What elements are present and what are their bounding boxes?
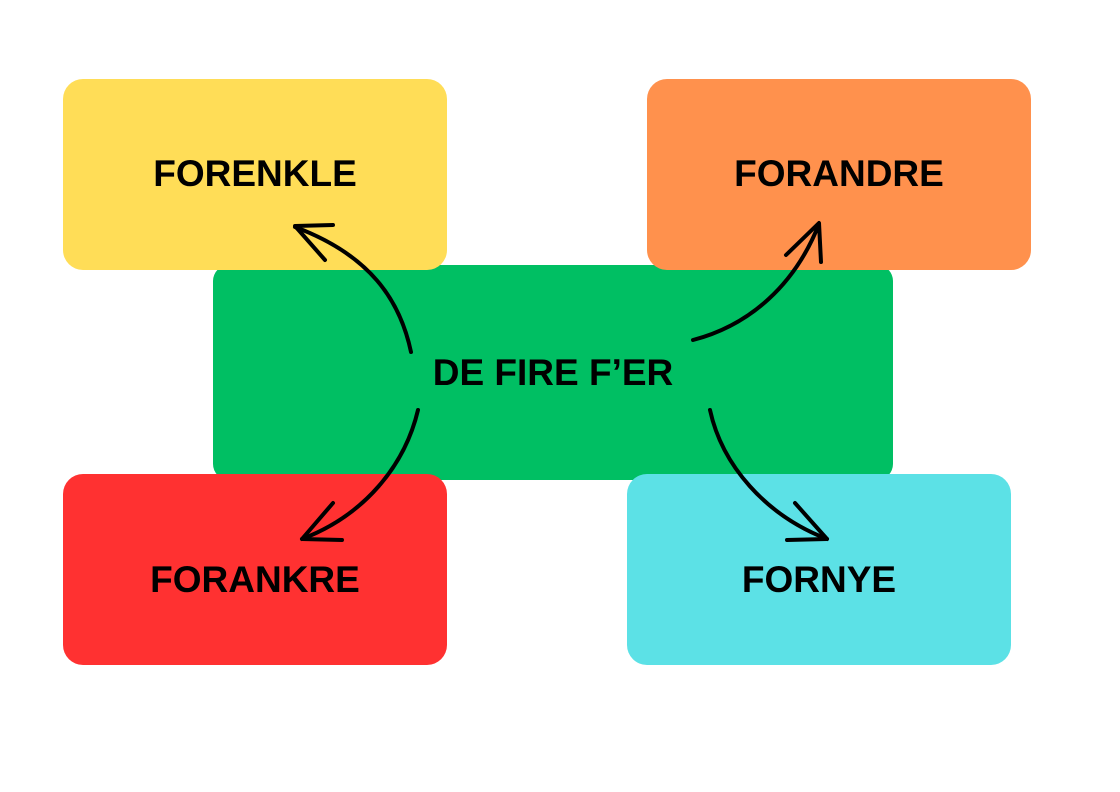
- node-fornye: FORNYE: [627, 474, 1011, 665]
- arrow-to-forankre: [300, 408, 420, 542]
- center-label: DE FIRE F’ER: [432, 351, 674, 393]
- node-label: FORANKRE: [150, 558, 360, 600]
- arrow-to-fornye: [708, 408, 829, 542]
- center-box: DE FIRE F’ER: [213, 265, 893, 480]
- node-label: FORENKLE: [153, 152, 357, 194]
- node-label: FORANDRE: [734, 152, 944, 194]
- node-forandre: FORANDRE: [647, 79, 1031, 270]
- arrow-to-forenkle: [293, 223, 413, 354]
- arrow-to-forandre: [691, 221, 823, 342]
- node-label: FORNYE: [741, 558, 897, 600]
- node-forankre: FORANKRE: [63, 474, 447, 665]
- node-forenkle: FORENKLE: [63, 79, 447, 270]
